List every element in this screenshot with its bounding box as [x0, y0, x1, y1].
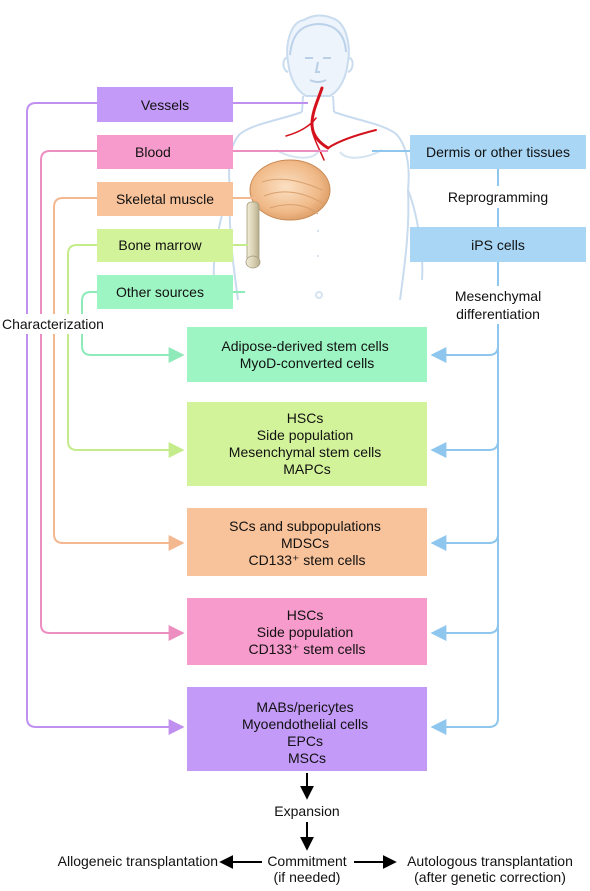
cell-box-muscle-line: SCs and subpopulations	[229, 518, 381, 534]
autologous-label-line1: Autologous transplantation	[407, 853, 573, 869]
cell-box-vessels-line: EPCs	[287, 733, 323, 749]
skeletal-muscle-illustration	[249, 159, 331, 221]
autologous-label-line2: (after genetic correction)	[414, 869, 566, 885]
source-box-dermis: Dermis or other tissues	[410, 135, 586, 169]
cell-box-vessels-text: MABs/pericytes Myoendothelial cells EPCs…	[242, 699, 372, 766]
cell-box-other: Adipose-derived stem cells MyoD-converte…	[187, 327, 427, 382]
cell-box-marrow-line: Mesenchymal stem cells	[229, 444, 382, 460]
cell-box-other-line: MyoD-converted cells	[240, 355, 375, 371]
bone-marrow-label: Bone marrow	[118, 237, 202, 253]
blood-label: Blood	[135, 144, 171, 160]
muscle-fiber-lines	[261, 178, 325, 215]
cell-box-blood-line: Side population	[257, 624, 354, 640]
cell-box-marrow-line: MAPCs	[283, 461, 330, 477]
source-box-other-sources: Other sources	[97, 275, 233, 309]
cell-box-blood-line: CD133⁺ stem cells	[248, 641, 365, 657]
cell-box-vessels-line: MSCs	[288, 750, 326, 766]
characterization-label: Characterization	[2, 316, 104, 332]
skeletal-muscle-label: Skeletal muscle	[116, 191, 214, 207]
commitment-label-line1: Commitment	[267, 853, 346, 869]
cell-box-marrow: HSCs Side population Mesenchymal stem ce…	[187, 402, 427, 486]
reprogramming-label: Reprogramming	[448, 189, 548, 205]
cell-box-vessels-line: MABs/pericytes	[256, 699, 353, 715]
source-box-blood: Blood	[97, 135, 233, 169]
cell-box-other-text: Adipose-derived stem cells MyoD-converte…	[221, 338, 392, 371]
cell-box-muscle-text: SCs and subpopulations MDSCs CD133⁺ stem…	[229, 518, 385, 568]
ips-cells-label: iPS cells	[471, 237, 525, 253]
mesenchymal-label-line2: differentiation	[456, 306, 540, 322]
commitment-label-line2: (if needed)	[274, 869, 341, 885]
cell-box-other-line: Adipose-derived stem cells	[221, 338, 388, 354]
cell-box-vessels: MABs/pericytes Myoendothelial cells EPCs…	[187, 687, 427, 771]
mesenchymal-label-line1: Mesenchymal	[455, 288, 541, 304]
dermis-label: Dermis or other tissues	[426, 144, 570, 160]
expansion-label: Expansion	[274, 803, 339, 819]
cell-box-vessels-line: Myoendothelial cells	[242, 716, 368, 732]
source-box-ips-cells: iPS cells	[410, 227, 586, 262]
characterization-backing	[0, 314, 112, 334]
bottom-flow-arrows	[219, 773, 397, 869]
cell-box-blood: HSCs Side population CD133⁺ stem cells	[187, 598, 427, 665]
vessels-label: Vessels	[141, 97, 189, 113]
allogeneic-label: Allogeneic transplantation	[58, 853, 218, 869]
cell-box-muscle-line: CD133⁺ stem cells	[248, 552, 365, 568]
cell-box-marrow-text: HSCs Side population Mesenchymal stem ce…	[229, 410, 385, 477]
source-box-vessels: Vessels	[97, 87, 233, 122]
human-figure-illustration	[212, 14, 424, 301]
source-box-bone-marrow: Bone marrow	[97, 229, 233, 262]
bone-illustration	[245, 201, 261, 269]
cell-box-blood-line: HSCs	[287, 607, 324, 623]
other-sources-label: Other sources	[116, 284, 204, 300]
source-box-skeletal-muscle: Skeletal muscle	[97, 182, 233, 216]
blood-vessel-illustration	[285, 86, 377, 161]
cell-box-marrow-line: HSCs	[287, 410, 324, 426]
cell-box-marrow-line: Side population	[257, 427, 354, 443]
cell-box-blood-text: HSCs Side population CD133⁺ stem cells	[248, 607, 365, 657]
cell-box-muscle: SCs and subpopulations MDSCs CD133⁺ stem…	[187, 508, 427, 576]
cell-box-muscle-line: MDSCs	[281, 535, 329, 551]
